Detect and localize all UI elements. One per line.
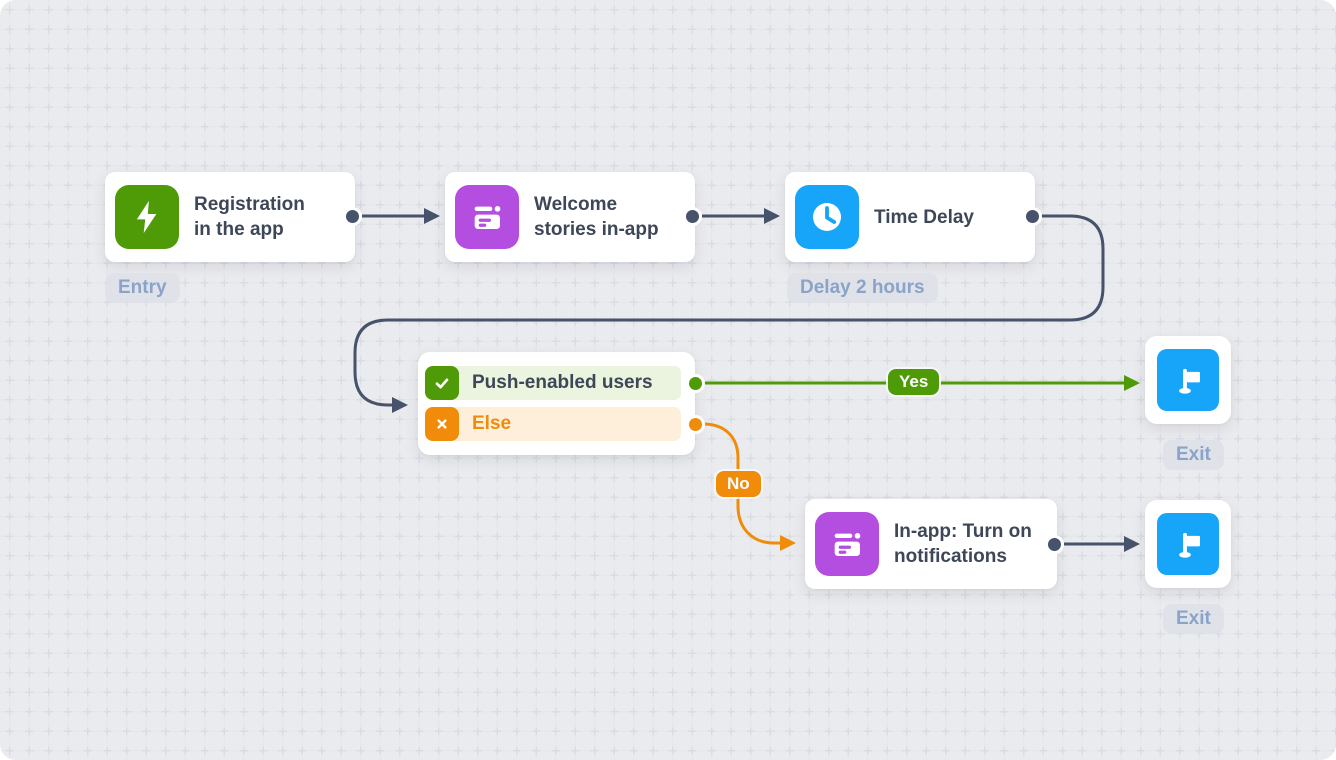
checkmark-icon: [425, 366, 459, 400]
condition-row-else[interactable]: Else: [425, 407, 681, 441]
condition-row-label: Else: [472, 413, 512, 434]
port-inapp-output[interactable]: [1044, 534, 1064, 554]
cross-icon: [425, 407, 459, 441]
condition-row-label: Push-enabled users: [472, 372, 653, 393]
port-timedelay-output[interactable]: [1022, 206, 1042, 226]
port-condition-yes-output[interactable]: [685, 373, 705, 393]
node-title: Registration in the app: [194, 194, 305, 240]
edge-registration-to-welcome: [362, 208, 440, 224]
node-exit-bottom[interactable]: [1145, 500, 1231, 588]
in-app-message-icon: [455, 185, 519, 249]
node-exit-top[interactable]: [1145, 336, 1231, 424]
entry-tag: Entry: [105, 273, 180, 303]
node-title: Welcome stories in-app: [534, 194, 659, 240]
flag-icon: [1157, 349, 1219, 411]
node-title: In-app: Turn on notifications: [894, 521, 1032, 567]
port-welcome-output[interactable]: [682, 206, 702, 226]
edge-welcome-to-timedelay: [702, 208, 780, 224]
node-registration[interactable]: Registration in the app: [105, 172, 355, 262]
edge-no-to-inapp: [702, 422, 796, 551]
yes-edge-label: Yes: [888, 369, 940, 395]
node-welcome-stories[interactable]: Welcome stories in-app: [445, 172, 695, 262]
flag-icon: [1157, 513, 1219, 575]
condition-row-push-enabled[interactable]: Push-enabled users: [425, 366, 681, 400]
node-title: Time Delay: [874, 206, 974, 228]
port-condition-else-output[interactable]: [685, 414, 705, 434]
no-edge-label: No: [716, 471, 761, 497]
exit-tag: Exit: [1163, 440, 1224, 470]
edge-inapp-to-exit: [1064, 536, 1140, 552]
clock-icon: [795, 185, 859, 249]
lightning-icon: [115, 185, 179, 249]
delay-tag: Delay 2 hours: [787, 273, 938, 303]
node-condition[interactable]: Push-enabled users Else: [418, 352, 695, 455]
in-app-message-icon: [815, 512, 879, 576]
port-registration-output[interactable]: [342, 206, 362, 226]
edge-timedelay-to-condition: [353, 214, 1105, 413]
exit-tag: Exit: [1163, 604, 1224, 634]
node-inapp-notifications[interactable]: In-app: Turn on notifications: [805, 499, 1057, 589]
node-time-delay[interactable]: Time Delay: [785, 172, 1035, 262]
